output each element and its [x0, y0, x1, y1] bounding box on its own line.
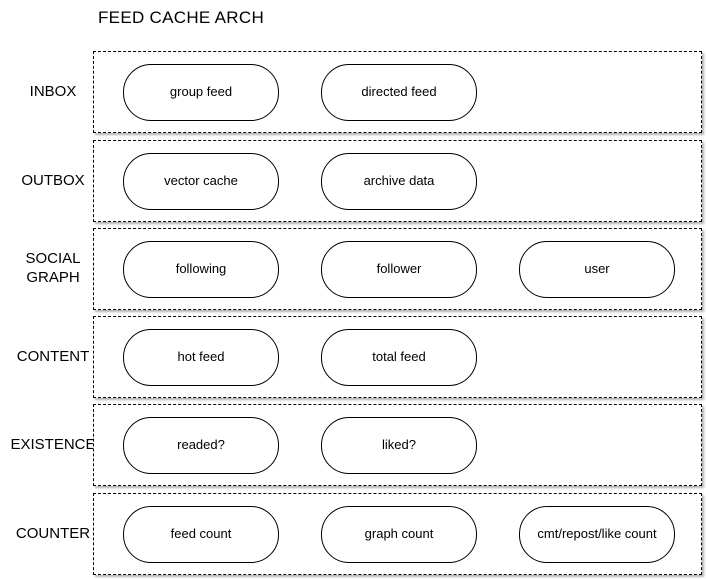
row-label-existence: EXISTENCE — [10, 435, 96, 453]
group-frame-content: hot feed total feed — [93, 316, 702, 398]
node-liked: liked? — [321, 417, 477, 474]
node-vector-cache: vector cache — [123, 153, 279, 210]
group-row-counter: COUNTER feed count graph count cmt/repos… — [0, 493, 706, 575]
node-graph-count: graph count — [321, 506, 477, 563]
group-frame-social-graph: following follower user — [93, 228, 702, 310]
group-frame-inbox: group feed directed feed — [93, 51, 702, 133]
node-directed-feed: directed feed — [321, 64, 477, 121]
group-row-content: CONTENT hot feed total feed — [0, 316, 706, 398]
group-frame-counter: feed count graph count cmt/repost/like c… — [93, 493, 702, 575]
node-feed-count: feed count — [123, 506, 279, 563]
group-row-social-graph: SOCIAL GRAPH following follower user — [0, 228, 706, 310]
node-follower: follower — [321, 241, 477, 298]
group-row-inbox: INBOX group feed directed feed — [0, 51, 706, 133]
node-user: user — [519, 241, 675, 298]
group-frame-outbox: vector cache archive data — [93, 140, 702, 222]
row-label-social-graph: SOCIAL GRAPH — [25, 250, 81, 286]
row-label-inbox: INBOX — [29, 82, 77, 100]
node-following: following — [123, 241, 279, 298]
node-group-feed: group feed — [123, 64, 279, 121]
node-cmt-repost-like-count: cmt/repost/like count — [519, 506, 675, 563]
node-total-feed: total feed — [321, 329, 477, 386]
row-label-outbox: OUTBOX — [21, 171, 85, 189]
group-row-existence: EXISTENCE readed? liked? — [0, 404, 706, 486]
row-label-counter: COUNTER — [15, 524, 91, 542]
group-row-outbox: OUTBOX vector cache archive data — [0, 140, 706, 222]
node-hot-feed: hot feed — [123, 329, 279, 386]
diagram-title: FEED CACHE ARCH — [98, 8, 265, 27]
row-label-content: CONTENT — [16, 347, 90, 365]
node-readed: readed? — [123, 417, 279, 474]
group-frame-existence: readed? liked? — [93, 404, 702, 486]
node-archive-data: archive data — [321, 153, 477, 210]
